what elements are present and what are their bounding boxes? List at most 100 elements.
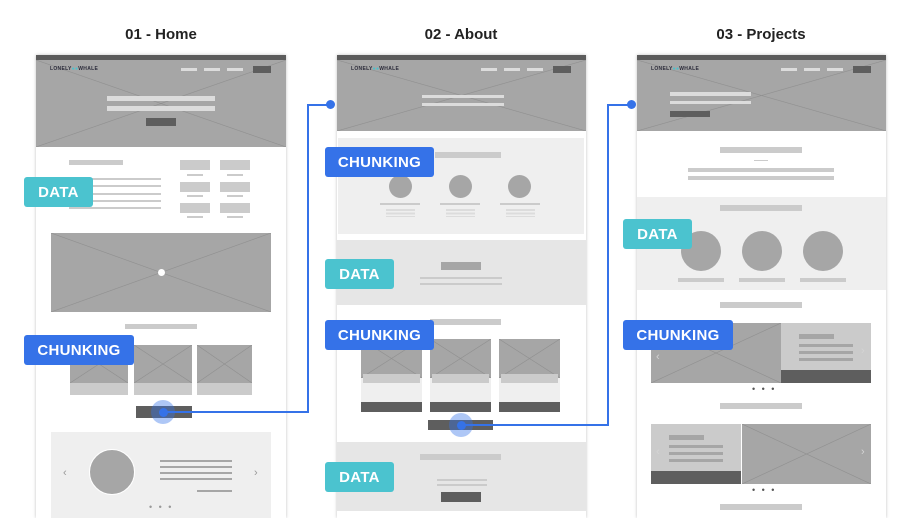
hero-button [146,118,176,126]
carousel-dots[interactable]: • • • [752,384,777,394]
service-icon [742,231,782,271]
connector-line [307,104,309,413]
divider [754,160,768,161]
heading-bar [720,205,802,211]
logo-text: LONELY [651,66,673,72]
quote-line [160,460,232,462]
connector-line [607,104,631,106]
team-photo [449,175,472,198]
link-target [326,100,335,109]
grid-tile [180,182,210,192]
quote-line [160,478,232,480]
play-icon [158,269,165,276]
heading-bar [69,160,123,165]
carousel-dots[interactable]: • • • [149,502,174,512]
logo: LONELY●●WHALE [651,66,699,72]
data-badge: DATA [623,219,692,249]
nav-item [781,68,797,71]
project-text [799,358,853,361]
nav-button [553,66,571,73]
grid-tile [220,203,250,213]
logo-text: WHALE [379,66,400,72]
logo-mark: ●● [672,66,680,72]
heading-bar [125,324,197,329]
project-title [799,334,834,339]
chunking-badge: CHUNKING [623,320,733,350]
hero-text [670,92,751,96]
intro-text [688,176,834,180]
chevron-right-icon[interactable]: › [254,467,258,479]
quote-line [160,466,232,468]
nav-button [853,66,871,73]
tile-caption [187,195,203,197]
card-body [134,383,192,395]
nav-item [504,68,520,71]
nav-item [227,68,243,71]
testimonial-carousel [51,432,271,518]
intro-text [688,168,834,172]
top-bar [337,55,586,60]
card-image [134,345,192,383]
nav-item [527,68,543,71]
chevron-left-icon[interactable]: ‹ [63,467,67,479]
team-name [500,203,540,205]
team-bio [506,209,535,217]
connector-line [163,411,309,413]
text-line [69,178,161,180]
tile-caption [227,195,243,197]
banner-text [420,277,502,279]
grid-tile [220,182,250,192]
project-text [669,445,723,448]
page-title-about: 02 - About [424,26,498,43]
text-line [69,185,161,187]
contact-button [441,492,481,502]
grid-tile [180,203,210,213]
hero-image [36,60,286,147]
text-line [69,200,161,202]
team-bio [386,209,415,217]
chevron-right-icon[interactable]: › [861,446,865,458]
logo: LONELY●●WHALE [50,66,98,72]
logo-text: WHALE [679,66,700,72]
top-bar [637,55,886,60]
service-label [739,278,785,282]
carousel-dots[interactable]: • • • [752,485,777,495]
logo: LONELY●●WHALE [351,66,399,72]
banner-text [420,283,502,285]
chevron-right-icon[interactable]: › [861,345,865,357]
heading-bar [720,147,802,153]
hero-button [670,111,710,117]
logo-mark: ●● [372,66,380,72]
text-line [69,207,161,209]
card-button [499,402,560,412]
project-image [742,424,871,484]
logo-text: LONELY [351,66,373,72]
nav-button [253,66,271,73]
connector-line [307,104,331,106]
service-label [800,278,846,282]
hero-text [107,106,215,111]
contact-text [437,484,487,486]
card-button [361,402,422,412]
team-bio [446,209,475,217]
data-badge: DATA [325,462,394,492]
page-title-projects: 03 - Projects [716,26,806,43]
chunking-badge: CHUNKING [24,335,134,365]
team-photo [508,175,531,198]
project-text [799,344,853,347]
card-title [501,374,558,383]
chevron-left-icon[interactable]: ‹ [656,351,660,363]
avatar [89,449,135,495]
grid-tile [180,160,210,170]
tile-caption [187,174,203,176]
card-body [70,383,128,395]
tile-caption [187,216,203,218]
heading-bar [720,403,802,409]
team-photo [389,175,412,198]
chevron-left-icon[interactable]: ‹ [656,446,660,458]
grid-tile [220,160,250,170]
nav-item [827,68,843,71]
heading-bar [435,152,501,158]
chunking-badge: CHUNKING [325,320,434,350]
card-title [363,374,420,383]
